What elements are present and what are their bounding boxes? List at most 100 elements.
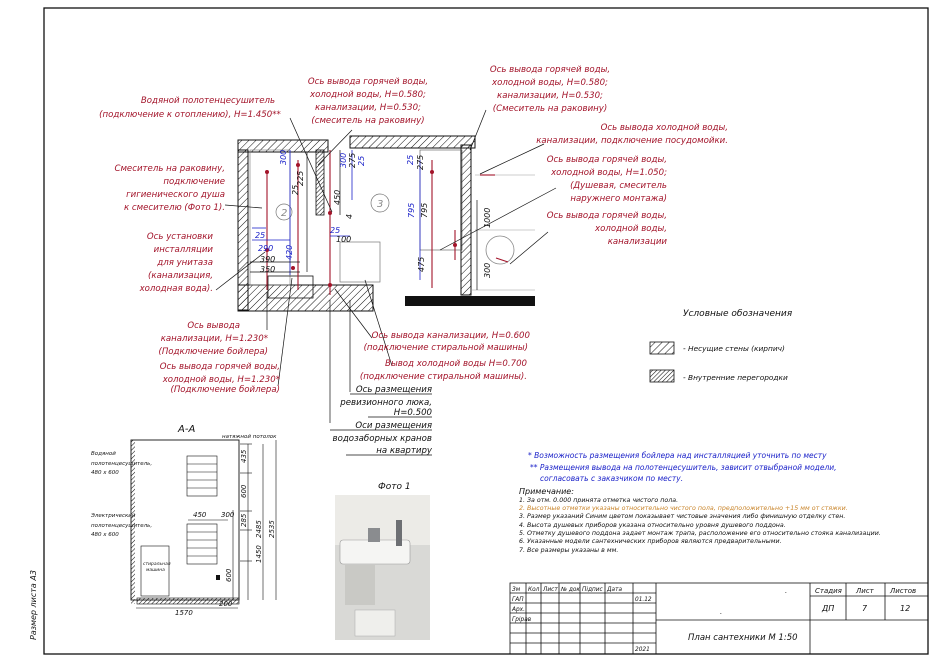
dim-25-b: 25 bbox=[357, 156, 366, 166]
bearing-wall-left bbox=[237, 149, 249, 311]
section-water-towel-label-2: 480 x 600 bbox=[91, 470, 119, 476]
photo-siphon bbox=[345, 565, 375, 605]
photo-mixer bbox=[368, 528, 380, 542]
leader-lines bbox=[215, 109, 557, 423]
svg-text:холодной воды, H=0.580;: холодной воды, H=0.580; bbox=[309, 90, 426, 100]
svg-text:Кол: Кол bbox=[528, 587, 540, 593]
room-2-marker bbox=[275, 203, 293, 221]
shower-area bbox=[419, 149, 463, 251]
svg-text:2. Высотные отметки указаны от: 2. Высотные отметки указаны относительно… bbox=[519, 505, 848, 512]
stamp-sheet: 7 bbox=[862, 604, 868, 613]
note-shower: Ось вывода горячей воды, холодной воды, … bbox=[547, 155, 667, 204]
svg-text:Вывод холодной воды H=0.700: Вывод холодной воды H=0.700 bbox=[385, 359, 527, 369]
svg-text:Грірав: Грірав bbox=[512, 617, 532, 623]
note-hatch: Ось размещения ревизионного люка, H=0.50… bbox=[339, 385, 432, 418]
svg-text:* Возможность размещения бойле: * Возможность размещения бойлера над инс… bbox=[528, 451, 827, 460]
svg-text:для унитаза: для унитаза bbox=[156, 258, 213, 268]
sheet-size-label: Размер листа А3 bbox=[29, 570, 38, 640]
svg-text:Ось размещения: Ось размещения bbox=[356, 385, 432, 395]
section-washing-machine bbox=[140, 545, 170, 597]
svg-text:Водяной полотенцесушитель: Водяной полотенцесушитель bbox=[141, 96, 275, 106]
note-toilet-install: Ось установки инсталляции для унитаза (к… bbox=[139, 232, 214, 294]
title-block-text: Зм Кол Лист № док Підпис Дата ГАП 01.12 … bbox=[511, 587, 916, 653]
svg-text:Ось вывода горячей воды,: Ось вывода горячей воды, bbox=[308, 77, 428, 87]
note-hot-cold-canal: Ось вывода горячей воды, холодной воды, … bbox=[547, 211, 668, 247]
annotations: Ось вывода горячей воды, холодной воды, … bbox=[99, 65, 728, 395]
note-boiler-canal: Ось вывода канализации, H=1.230* (Подклю… bbox=[158, 321, 268, 357]
section-electric-towel-heater bbox=[186, 523, 218, 565]
dim-390: 390 bbox=[260, 255, 275, 264]
svg-text:канализации: канализации bbox=[608, 237, 668, 247]
legend-item-partition: - Внутренние перегородки bbox=[683, 373, 788, 382]
section-washer-label-0: стиральная bbox=[143, 562, 171, 567]
svg-text:(подключение к отоплению), H=1: (подключение к отоплению), H=1.450** bbox=[99, 110, 281, 120]
legend-swatch-partition bbox=[649, 369, 675, 383]
legend: Условные обозначения - Несущие стены (ки… bbox=[649, 309, 793, 383]
section-socket bbox=[216, 575, 220, 580]
legend-item-bearing: - Несущие стены (кирпич) bbox=[683, 344, 785, 353]
svg-text:Оси размещения: Оси размещения bbox=[355, 421, 432, 431]
svg-text:(Смеситель на раковину): (Смеситель на раковину) bbox=[493, 104, 608, 114]
photo-1: Фото 1 bbox=[335, 482, 430, 640]
svg-text:на квартиру: на квартиру bbox=[376, 446, 433, 456]
dim-795-b: 795 bbox=[407, 203, 416, 218]
section-dim-600b: 600 bbox=[225, 568, 233, 582]
svg-text:(Подключение бойлера): (Подключение бойлера) bbox=[170, 385, 280, 395]
room-3-marker bbox=[370, 193, 390, 213]
dim-475: 475 bbox=[417, 257, 426, 272]
section-electric-towel-label-2: 480 x 600 bbox=[91, 532, 119, 538]
svg-text:(Подключение бойлера): (Подключение бойлера) bbox=[158, 347, 268, 357]
notes: Примечание: 1. За отм. 0.000 принята отм… bbox=[519, 487, 881, 554]
annotations-black: Ось размещения ревизионного люка, H=0.50… bbox=[333, 385, 433, 456]
section-title: А-А bbox=[177, 424, 195, 435]
svg-text:№ док: № док bbox=[560, 587, 580, 593]
svg-text:гигиенического душа: гигиенического душа bbox=[126, 190, 225, 200]
svg-text:5. Отметку душевого поддона за: 5. Отметку душевого поддона задает монта… bbox=[519, 530, 881, 537]
svg-text:(Душевая, смеситель: (Душевая, смеситель bbox=[570, 181, 667, 191]
dim-25-a: 25 bbox=[291, 185, 300, 195]
section-dim-200: 200 bbox=[219, 600, 233, 608]
svg-text:Ось вывода горячей воды,: Ось вывода горячей воды, bbox=[547, 155, 667, 165]
dim-300-b: 300 bbox=[339, 153, 348, 168]
dim-26: 25 bbox=[330, 226, 340, 235]
dim-350: 350 bbox=[260, 265, 275, 274]
svg-text:6. Указанные модели сантехниче: 6. Указанные модели сантехнических прибо… bbox=[519, 537, 782, 545]
note-hot-sink: Ось вывода горячей воды, холодной воды, … bbox=[308, 77, 428, 126]
svg-text:Лист: Лист bbox=[542, 587, 558, 593]
svg-text:Зм: Зм bbox=[512, 587, 521, 593]
svg-text:канализации, H=1.230*: канализации, H=1.230* bbox=[161, 334, 269, 344]
legend-swatch-bearing bbox=[649, 341, 675, 355]
underlines bbox=[330, 393, 432, 456]
dim-1000: 1000 bbox=[483, 208, 492, 228]
svg-text:3. Размер указаний Синим цвето: 3. Размер указаний Синим цветом показыва… bbox=[519, 512, 845, 520]
svg-text:Ось вывода горячей воды,: Ось вывода горячей воды, bbox=[547, 211, 667, 221]
section-water-towel-heater bbox=[186, 455, 218, 497]
note-valves: Оси размещения водозаборных кранов на кв… bbox=[333, 421, 433, 456]
section-electric-towel-label-0: Электрический bbox=[90, 513, 136, 519]
svg-text:ревизионного люка,: ревизионного люка, bbox=[339, 398, 432, 408]
note-hot-sink-right: Ось вывода горячей воды, холодной воды, … bbox=[490, 65, 610, 114]
section-dim-435: 435 bbox=[240, 449, 248, 463]
dim-795-a: 795 bbox=[420, 203, 429, 218]
bearing-wall-bottom bbox=[237, 284, 374, 312]
room-2-number: 2 bbox=[281, 208, 287, 219]
dim-290: 290 bbox=[258, 244, 273, 253]
section-water-towel-label-1: полотенцесушитель, bbox=[91, 461, 152, 467]
boiler-niche bbox=[267, 275, 314, 299]
partition-middle bbox=[315, 149, 325, 216]
svg-text:подключение: подключение bbox=[163, 177, 225, 187]
svg-text:(смеситель на раковину): (смеситель на раковину) bbox=[311, 116, 424, 126]
section-dim-450: 450 bbox=[193, 511, 207, 519]
svg-text:канализации, H=0.530;: канализации, H=0.530; bbox=[497, 91, 603, 101]
kitchen-sink bbox=[485, 235, 515, 265]
stamp-title: План сантехники М 1:50 bbox=[688, 633, 798, 643]
section-dim-lines bbox=[136, 440, 277, 609]
svg-text:** Размещения вывода на полоте: ** Размещения вывода на полотенцесушител… bbox=[530, 463, 837, 472]
svg-text:ГАП: ГАП bbox=[512, 597, 524, 603]
partition-right bbox=[460, 144, 472, 296]
svg-text:2021: 2021 bbox=[635, 647, 650, 653]
section-dim-2485: 2485 bbox=[255, 520, 263, 538]
dim-275-a: 275 bbox=[348, 153, 357, 168]
svg-text:холодная вода).: холодная вода). bbox=[139, 284, 213, 294]
note-boiler-hot: Ось вывода горячей воды, холодной воды, … bbox=[160, 362, 281, 395]
